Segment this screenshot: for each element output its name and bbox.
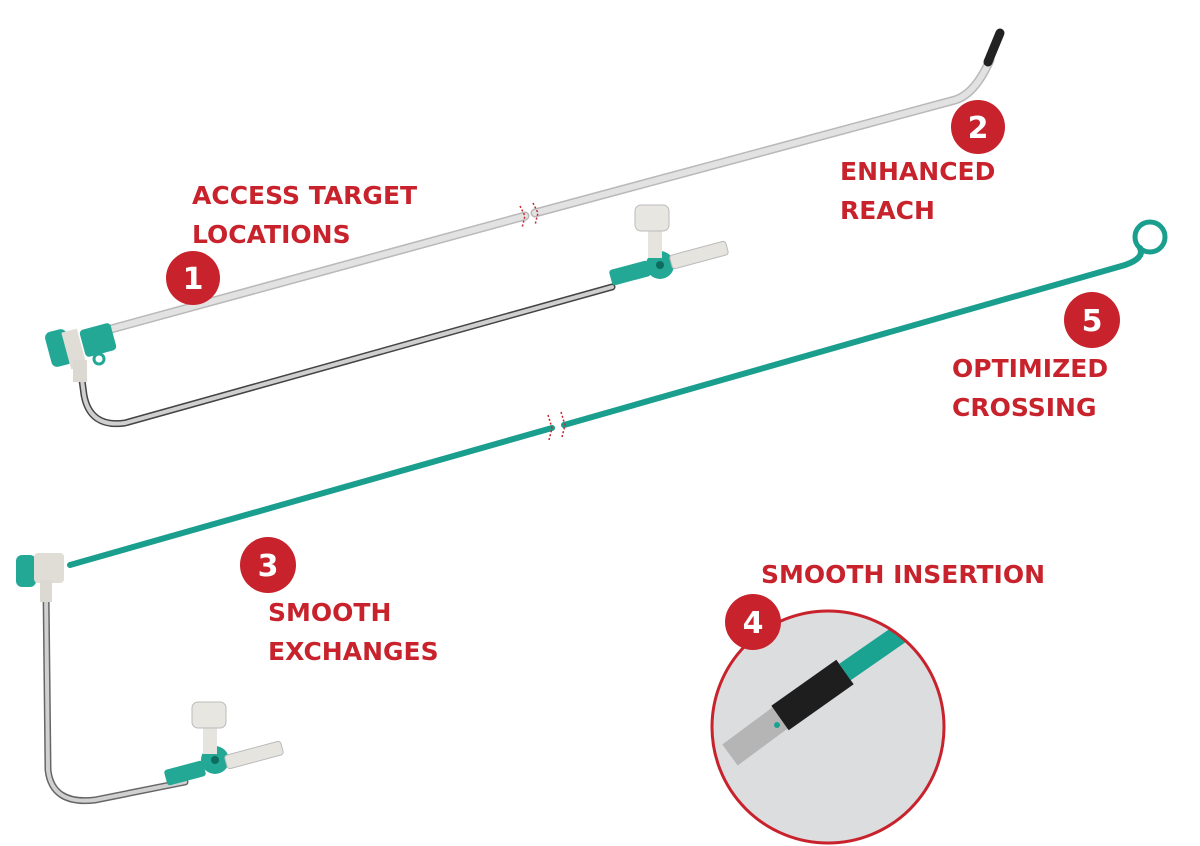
marker-4: 4 bbox=[725, 594, 781, 650]
label-access-target-line2: LOCATIONS bbox=[192, 220, 351, 249]
marker-5: 5 bbox=[1064, 292, 1120, 348]
label-access-target-line1: ACCESS TARGET bbox=[192, 181, 417, 210]
stopcock-1 bbox=[609, 204, 729, 286]
label-enhanced-reach-line1: ENHANCED bbox=[840, 157, 995, 186]
marker-2: 2 bbox=[951, 100, 1005, 154]
label-optimized-crossing-line2: CROSSING bbox=[952, 393, 1096, 422]
break-mark bbox=[547, 411, 566, 441]
label-enhanced-reach-line2: REACH bbox=[840, 196, 935, 225]
black-tip bbox=[983, 28, 1005, 67]
label-optimized-crossing-line1: OPTIMIZED bbox=[952, 354, 1108, 383]
svg-text:4: 4 bbox=[743, 606, 764, 641]
teal-catheter-device bbox=[16, 219, 1168, 805]
stopcock-2 bbox=[164, 701, 284, 786]
marker-1: 1 bbox=[166, 251, 220, 305]
svg-text:5: 5 bbox=[1082, 304, 1103, 339]
svg-text:2: 2 bbox=[968, 111, 989, 146]
svg-text:3: 3 bbox=[258, 549, 279, 584]
label-smooth-exchanges-line1: SMOOTH bbox=[268, 598, 391, 627]
svg-text:1: 1 bbox=[183, 262, 204, 297]
label-smooth-insertion: SMOOTH INSERTION bbox=[761, 560, 1045, 589]
label-smooth-exchanges-line2: EXCHANGES bbox=[268, 637, 439, 666]
gray-sheath-device bbox=[45, 28, 1005, 428]
tip-inset bbox=[710, 609, 946, 845]
hub-cap bbox=[16, 555, 36, 587]
marker-3: 3 bbox=[240, 537, 296, 593]
